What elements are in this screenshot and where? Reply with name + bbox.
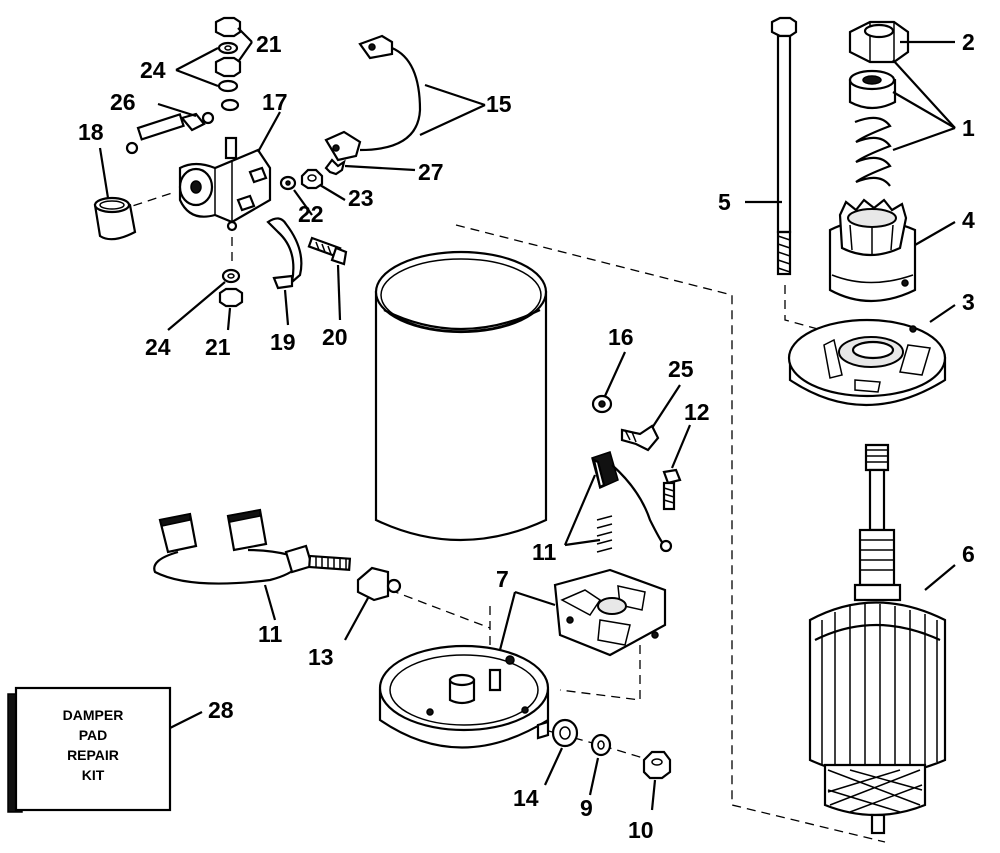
callout-2: 2 xyxy=(962,29,975,55)
callout-3: 3 xyxy=(962,289,975,315)
part-22-23-27-hardware xyxy=(279,158,346,191)
part-25-bolt xyxy=(620,424,660,452)
callout-18: 18 xyxy=(78,119,104,145)
kit-line-4: KIT xyxy=(82,767,105,783)
callout-21-top: 21 xyxy=(256,31,282,57)
callout-numbers: 2 1 5 4 3 6 7 11 12 16 25 11 13 14 9 10 … xyxy=(78,29,975,843)
part-6-armature xyxy=(808,443,947,835)
part-14-washer xyxy=(551,718,579,748)
part-13-brush-holder xyxy=(356,566,402,602)
part-12-screw xyxy=(662,468,682,511)
callout-4: 4 xyxy=(962,207,975,233)
callout-19: 19 xyxy=(270,329,296,355)
kit-line-3: REPAIR xyxy=(67,747,119,763)
callout-20: 20 xyxy=(322,324,348,350)
callout-28: 28 xyxy=(208,697,234,723)
kit-line-2: PAD xyxy=(79,727,108,743)
callout-5: 5 xyxy=(718,189,731,215)
callout-11-left: 11 xyxy=(258,621,283,647)
callout-6: 6 xyxy=(962,541,975,567)
part-16-washer xyxy=(591,394,613,414)
part-7-brush-plate xyxy=(553,568,667,657)
part-26-terminal-screw xyxy=(125,111,215,155)
callout-11-right: 11 xyxy=(532,539,557,565)
callout-21-bottom: 21 xyxy=(205,334,231,360)
part-21-24-top-stack xyxy=(214,16,242,112)
part-21-24-bottom-stack xyxy=(218,268,244,308)
callout-23: 23 xyxy=(348,185,374,211)
callout-24-bottom: 24 xyxy=(145,334,171,360)
part-4-drive-pinion xyxy=(828,198,917,303)
callout-14: 14 xyxy=(513,785,539,811)
callout-27: 27 xyxy=(418,159,444,185)
part-10-nut xyxy=(642,750,672,780)
part-1-spacer-spring xyxy=(848,69,897,187)
part-19-strap xyxy=(266,217,303,290)
callout-10: 10 xyxy=(628,817,654,843)
callout-25: 25 xyxy=(668,356,694,382)
part-2-nut xyxy=(848,20,910,64)
part-5-through-bolt xyxy=(770,16,798,276)
leader-lines xyxy=(98,27,956,811)
commutator-end-housing xyxy=(378,644,550,749)
callout-17: 17 xyxy=(262,89,288,115)
part-9-washer xyxy=(590,733,612,757)
callout-7: 7 xyxy=(496,566,509,592)
part-11-brush-spring-right xyxy=(591,451,673,553)
part-11-brushes-lead-left xyxy=(153,508,352,585)
part-28-kit-box: DAMPER PAD REPAIR KIT xyxy=(7,686,172,813)
part-3-end-cap xyxy=(787,318,947,407)
part-20-screw xyxy=(307,236,348,266)
callout-9: 9 xyxy=(580,795,593,821)
field-frame-housing xyxy=(374,250,548,542)
part-15-cable xyxy=(324,34,422,162)
callout-12: 12 xyxy=(684,399,710,425)
part-18-boot xyxy=(93,196,137,241)
callout-16: 16 xyxy=(608,324,634,350)
callout-1: 1 xyxy=(962,115,975,141)
callout-15: 15 xyxy=(486,91,512,117)
kit-line-1: DAMPER xyxy=(63,707,124,723)
callout-26: 26 xyxy=(110,89,136,115)
part-17-solenoid xyxy=(178,136,272,232)
callout-24-top: 24 xyxy=(140,57,166,83)
callout-13: 13 xyxy=(308,644,334,670)
callout-22: 22 xyxy=(298,201,324,227)
